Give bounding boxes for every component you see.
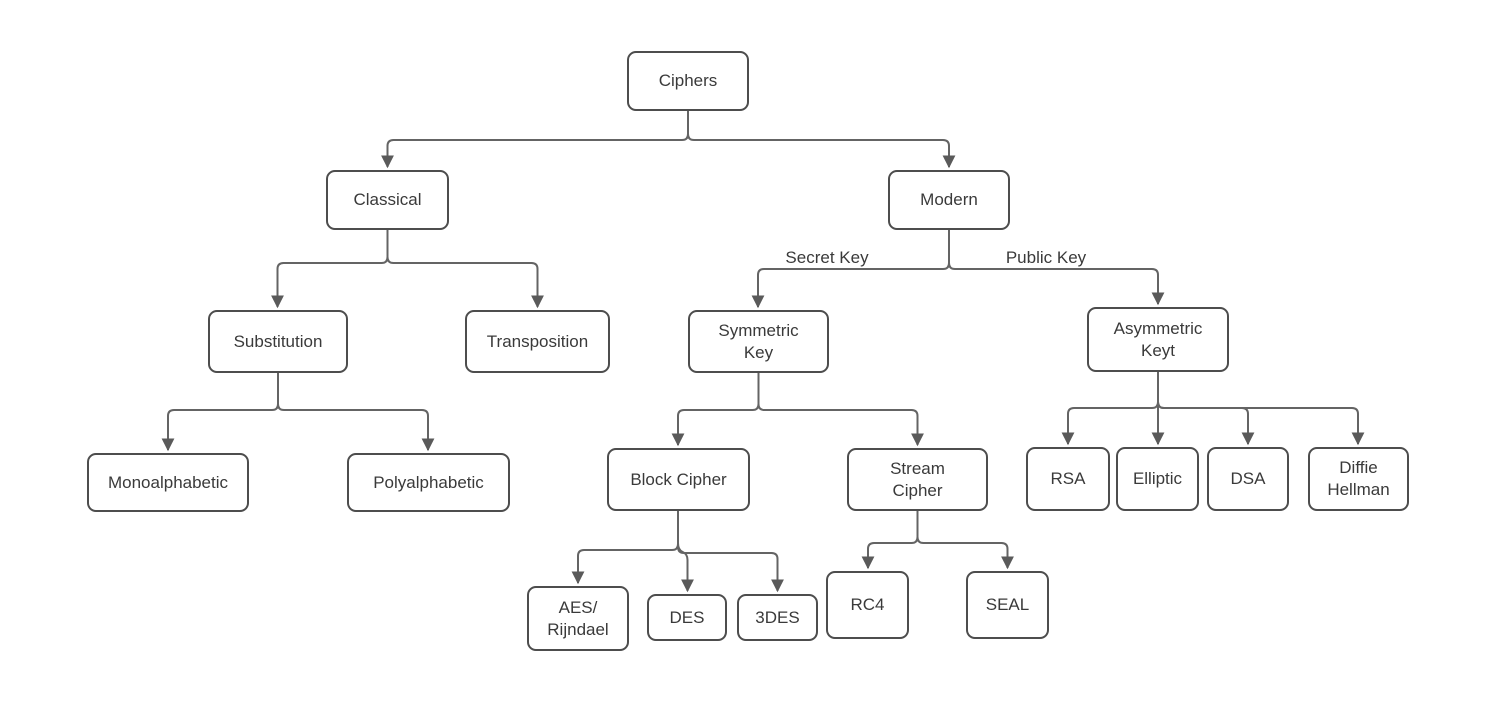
edge-asymmetric-keyt-to-diffie-hellman [1157,372,1365,446]
node-des[interactable]: DES [647,594,727,641]
node-rc4[interactable]: RC4 [826,571,909,639]
edge-block-cipher-to-aes-rijndael [571,511,679,585]
node-classical[interactable]: Classical [326,170,449,230]
node-diffie-hellman[interactable]: Diffie Hellman [1308,447,1409,511]
edge-modern-to-asymmetric-keyt [948,230,1165,306]
edge-substitution-to-polyalphabetic [277,373,435,452]
node-dsa[interactable]: DSA [1207,447,1289,511]
edge-asymmetric-keyt-to-rsa [1061,372,1159,446]
edge-stream-cipher-to-rc4 [861,511,919,570]
edge-symmetric-key-to-stream-cipher [757,373,924,447]
node-block-cipher[interactable]: Block Cipher [607,448,750,511]
edge-modern-to-symmetric-key [751,230,950,309]
node-symmetric-key[interactable]: Symmetric Key [688,310,829,373]
node-aes-rijndael[interactable]: AES/ Rijndael [527,586,629,651]
edge-symmetric-key-to-block-cipher [671,373,760,447]
node-seal[interactable]: SEAL [966,571,1049,639]
node-modern[interactable]: Modern [888,170,1010,230]
node-monoalphabetic[interactable]: Monoalphabetic [87,453,249,512]
edge-block-cipher-to-3des [677,511,784,593]
node-rsa[interactable]: RSA [1026,447,1110,511]
node-elliptic[interactable]: Elliptic [1116,447,1199,511]
edge-classical-to-substitution [271,230,389,309]
edge-label-secret-key: Secret Key [782,248,872,268]
edge-label-public-key: Public Key [1002,248,1090,268]
edge-ciphers-to-classical [381,111,689,169]
node-asymmetric-keyt[interactable]: Asymmetric Keyt [1087,307,1229,372]
node-ciphers[interactable]: Ciphers [627,51,749,111]
node-transposition[interactable]: Transposition [465,310,610,373]
node-stream-cipher[interactable]: Stream Cipher [847,448,988,511]
edge-ciphers-to-modern [687,111,956,169]
node-3des[interactable]: 3DES [737,594,818,641]
edge-stream-cipher-to-seal [916,511,1014,570]
edge-substitution-to-monoalphabetic [161,373,279,452]
node-substitution[interactable]: Substitution [208,310,348,373]
edge-classical-to-transposition [386,230,544,309]
node-polyalphabetic[interactable]: Polyalphabetic [347,453,510,512]
